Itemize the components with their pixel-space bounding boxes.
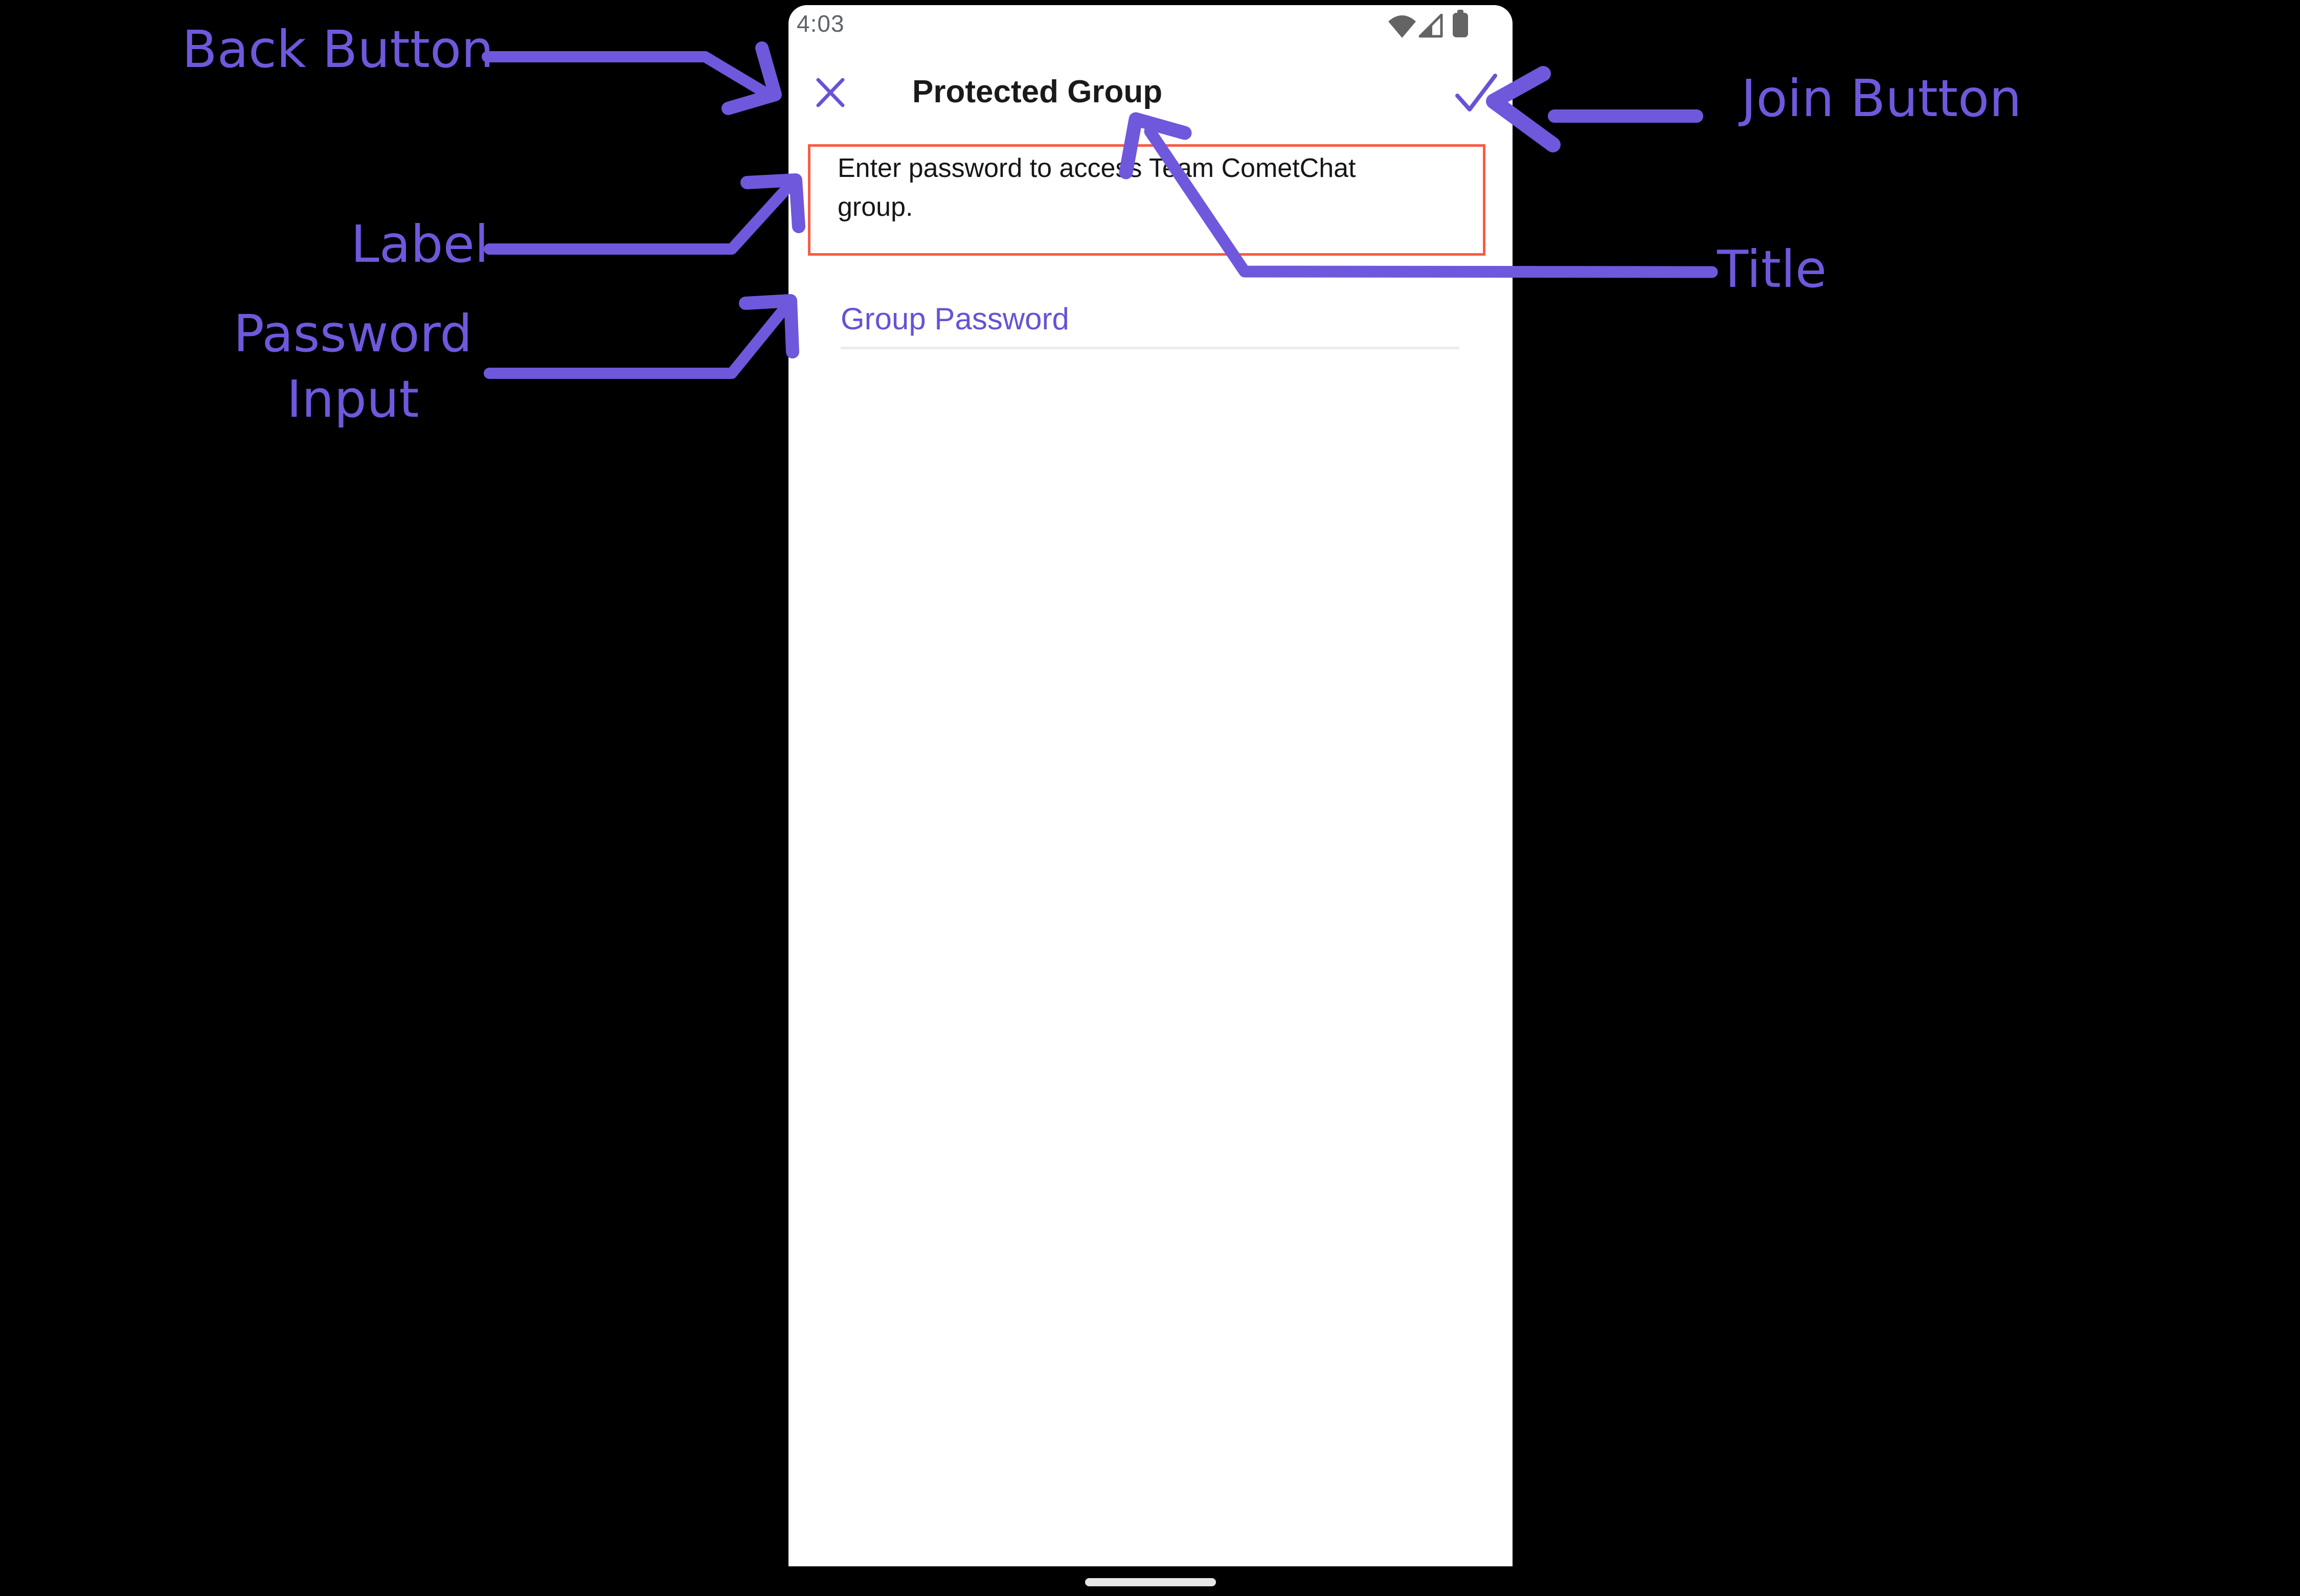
join-button-arrow <box>1486 66 1703 152</box>
label-annotation-label: Label <box>351 214 489 274</box>
back-button[interactable] <box>816 77 846 108</box>
password-input-arrow <box>484 294 799 379</box>
group-description-label: Enter password to access Team CometChat … <box>838 153 1356 222</box>
join-button[interactable] <box>1453 69 1499 117</box>
title-annotation-label: Title <box>1717 239 1827 299</box>
back-button-annotation-label: Back Button <box>182 19 494 79</box>
label-highlight-box: Enter password to access Team CometChat … <box>808 144 1485 256</box>
close-icon <box>816 78 845 107</box>
label-arrow <box>484 173 805 255</box>
wifi-icon <box>1388 15 1416 38</box>
page-title: Protected Group <box>912 74 1163 109</box>
home-indicator[interactable] <box>1085 1578 1216 1586</box>
group-password-input[interactable] <box>841 290 1459 349</box>
phone-screen: 4:03 Protected Group <box>788 5 1513 1566</box>
check-icon <box>1455 74 1497 111</box>
join-button-annotation-label: Join Button <box>1741 69 2022 128</box>
status-time: 4:03 <box>797 10 845 37</box>
battery-icon <box>1453 10 1468 37</box>
cellular-signal-icon <box>1418 14 1443 38</box>
back-button-arrow <box>482 41 782 115</box>
password-input-annotation-label: Password Input <box>233 304 472 429</box>
